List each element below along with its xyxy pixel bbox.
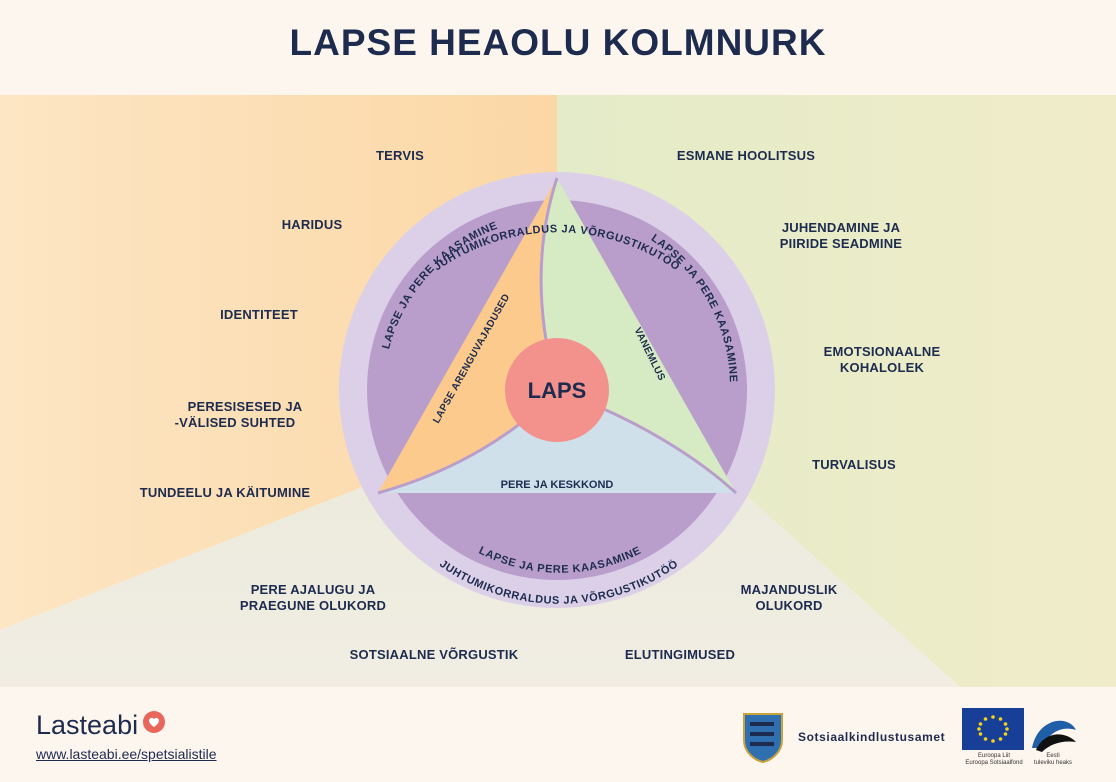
eu-caption: Euroopa Liit Euroopa Sotsiaalfond [965, 753, 1023, 766]
triangle-right-vanemlus [541, 178, 736, 493]
heart-icon [143, 711, 165, 733]
label-tervis: TERVIS [376, 148, 424, 163]
label-pere-ajalugu-1: PERE AJALUGU JA [250, 582, 376, 597]
label-majanduslik-2: OLUKORD [755, 598, 823, 613]
estonia-swallow-icon [1032, 720, 1076, 752]
page-title: LAPSE HEAOLU KOLMNURK [289, 22, 827, 63]
lasteabi-link[interactable]: www.lasteabi.ee/spetsialistile [36, 746, 217, 762]
label-esmane-hoolitsus: ESMANE HOOLITSUS [676, 148, 816, 163]
coat-of-arms-icon [743, 713, 783, 764]
lasteabi-logo-text: Lasteabi [36, 710, 139, 740]
label-suhted-1: PERESISESED JA [187, 399, 303, 414]
estonia-caption: Eesti tuleviku heaks [1033, 753, 1073, 766]
label-pere-ajalugu-2: PRAEGUNE OLUKORD [239, 598, 387, 613]
center-label: LAPS [528, 378, 587, 403]
label-emotsionaalne-2: KOHALOLEK [839, 360, 925, 375]
label-tundeelu: TUNDEELU JA KÄITUMINE [139, 485, 311, 500]
eu-flag-icon [962, 708, 1024, 750]
label-majanduslik-1: MAJANDUSLIK [740, 582, 838, 597]
label-sotsiaalne-vorgustik: SOTSIAALNE VÕRGUSTIK [349, 647, 519, 662]
agency-name: Sotsiaalkindlustusamet [798, 730, 946, 744]
label-suhted-2: -VÄLISED SUHTED [174, 415, 296, 430]
label-emotsionaalne-1: EMOTSIONAALNE [823, 344, 941, 359]
center-circle [505, 338, 609, 442]
footer [0, 687, 1116, 782]
label-elutingimused: ELUTINGIMUSED [624, 647, 736, 662]
label-haridus: HARIDUS [281, 217, 343, 232]
label-juhendamine-2: PIIRIDE SEADMINE [779, 236, 903, 251]
triangle-bottom-label: PERE JA KESKKOND [501, 479, 614, 491]
label-identiteet: IDENTITEET [220, 307, 298, 322]
label-juhendamine-1: JUHENDAMINE JA [781, 220, 901, 235]
label-turvalisus: TURVALISUS [812, 457, 896, 472]
